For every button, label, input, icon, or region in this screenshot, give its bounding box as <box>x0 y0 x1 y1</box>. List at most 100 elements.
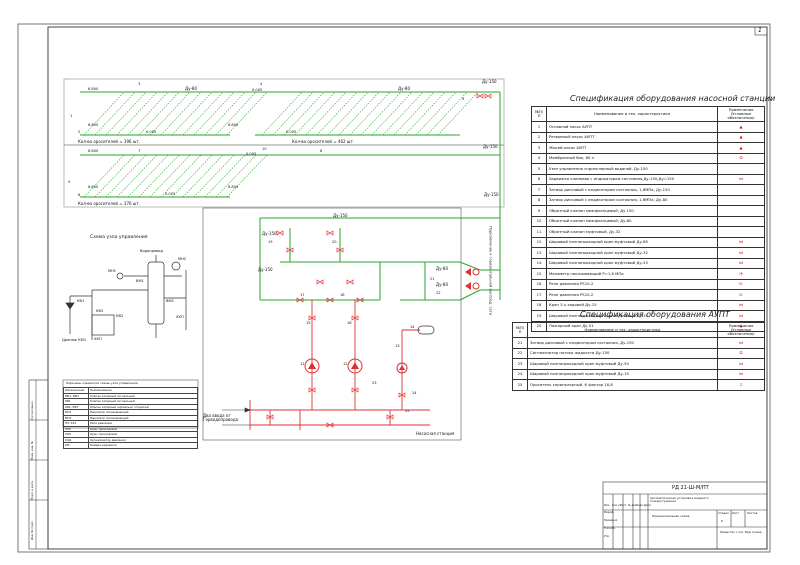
sprinkler-count-zone1: Кол-во оросителей = 396 шт. <box>78 139 141 144</box>
pump-spec-cell-sym: ▲ <box>717 131 765 143</box>
elevation-3: 6.800 <box>88 123 99 127</box>
sprinkler-branch <box>226 154 268 198</box>
sprinkler-branch <box>127 154 169 198</box>
sprinkler-branch <box>215 91 257 136</box>
item-number: 8 <box>320 149 323 153</box>
outer-frame <box>17 23 771 553</box>
pump-spec-cell-n: 10 <box>531 215 547 227</box>
pump-spec-cell-sym <box>717 184 765 196</box>
pump-spec-cell-name: Основной насос АУПТ <box>546 121 718 133</box>
valve-symbol <box>351 387 359 393</box>
sprinkler-branch <box>83 91 125 136</box>
item-number: 10 <box>262 147 267 151</box>
sprinkler-branch <box>294 91 336 136</box>
stamp-row-label: Лист <box>620 504 627 507</box>
sheet-number: 1 <box>758 27 762 34</box>
pump-spec-cell-sym: ⋈ <box>717 299 765 311</box>
fire-valve-symbols <box>465 268 480 290</box>
pump-spec-cell-name: Шаровый полнопроходной кран муфтовый Ду-… <box>546 257 718 269</box>
sprinkler-branch <box>94 91 136 136</box>
pump-spec-cell-name: Обратный клапан межфланцевый, Ду 150 <box>546 205 718 217</box>
sprinkler-branch <box>149 91 191 136</box>
stamp-row-label: Н.контр. <box>604 527 616 530</box>
stamp-row-label: Утв. <box>604 535 610 538</box>
item-number: 15 <box>306 321 311 325</box>
pump-spec-title: Спецификация оборудования насосной станц… <box>570 94 776 103</box>
aupt-spec-cell-sym: ⬭ <box>717 347 765 359</box>
item-number: 6 <box>78 193 81 197</box>
control-label-hkp2: ХКП <box>176 315 184 319</box>
legend-cell: Клапан запорный нормально открытый <box>88 403 198 410</box>
valve-symbol <box>398 392 406 398</box>
sprinkler-branch <box>349 91 391 136</box>
item-number: 25 <box>405 409 410 413</box>
valve-symbol <box>356 297 364 303</box>
aupt-spec-col-name: Наименование и тех. характеристика <box>527 322 718 338</box>
control-label-mn2: МН2 <box>178 257 187 261</box>
aupt-spec-col-sym: Примечания (Условные обозначения) <box>717 322 765 338</box>
pump-spec-cell-sym: ▲ <box>717 142 765 154</box>
stamp-row-label: Кол.уч <box>612 504 621 507</box>
pump-spec-cell-n: 7 <box>531 184 547 196</box>
item-number: 3 <box>138 82 141 86</box>
valve-symbol <box>484 93 492 99</box>
sprinkler-branch <box>182 154 224 198</box>
aupt-spec-cell-n: 23 <box>512 358 528 370</box>
pump-station-frame <box>202 207 462 441</box>
sprinkler-branch <box>316 91 358 136</box>
membrane-tank <box>417 325 435 335</box>
sprinkler-branch <box>338 91 380 136</box>
inlet-label: Два ввода от Горводопровода <box>203 413 239 422</box>
pump-spec-cell-sym: ⋈ <box>717 257 765 269</box>
pipe-label-station-dy150: Ду-150 <box>262 231 277 236</box>
item-number: 13 <box>395 344 400 348</box>
sprinkler-branch <box>305 91 347 136</box>
pump-spec-cell-n: 1 <box>531 121 547 133</box>
pump-spec-cell-n: 2 <box>531 131 547 143</box>
pump-spec-cell-sym: ⋈ <box>717 247 765 259</box>
side-stamp <box>28 379 49 550</box>
pump-1 <box>304 358 320 374</box>
item-number: 20 <box>332 240 337 244</box>
sprinkler-branch <box>437 91 479 136</box>
valve-symbol <box>326 230 334 236</box>
pump-spec-cell-n: 18 <box>531 299 547 311</box>
item-number: 23 <box>372 381 377 385</box>
pump-spec-cell-name: Шаровый полнопроходной кран муфтовый Ду-… <box>546 247 718 259</box>
stamp-sheets-label: Листов <box>747 511 758 515</box>
pump-spec-cell-n: 9 <box>531 205 547 217</box>
valve-symbol <box>351 315 359 321</box>
stamp-row-label: Изм. <box>604 504 611 507</box>
valve-symbol <box>326 422 334 428</box>
valve-symbol <box>286 247 294 253</box>
pump-spec-cell-sym: ⬭ <box>717 152 765 164</box>
valve-symbol <box>476 93 484 99</box>
item-number: 21 <box>430 277 435 281</box>
elevation-10: 6.850 <box>228 185 239 189</box>
pump-spec-cell-name: Обратный клапан муфтовый, Ду-32 <box>546 226 718 238</box>
stamp-stage: Р <box>721 519 723 523</box>
valve-symbol <box>336 247 344 253</box>
pipe-label-dy80-b: Ду-80 <box>398 86 411 91</box>
elevation-8: 6.800 <box>88 185 99 189</box>
pump-spec-cell-sym: ◔ <box>717 268 765 280</box>
sprinkler-branch <box>371 91 413 136</box>
sprinkler-branch <box>382 91 424 136</box>
pump-spec-cell-n: 4 <box>531 152 547 164</box>
item-number: 22 <box>436 291 441 295</box>
sprinkler-branch <box>105 91 147 136</box>
pump-spec-cell-n: 5 <box>531 163 547 175</box>
control-label-vm2: ВМ2 <box>166 299 174 303</box>
sprinkler-branch <box>94 154 136 198</box>
side-stamp-label: Согласовано <box>30 401 34 420</box>
sprinkler-branch <box>105 154 147 198</box>
